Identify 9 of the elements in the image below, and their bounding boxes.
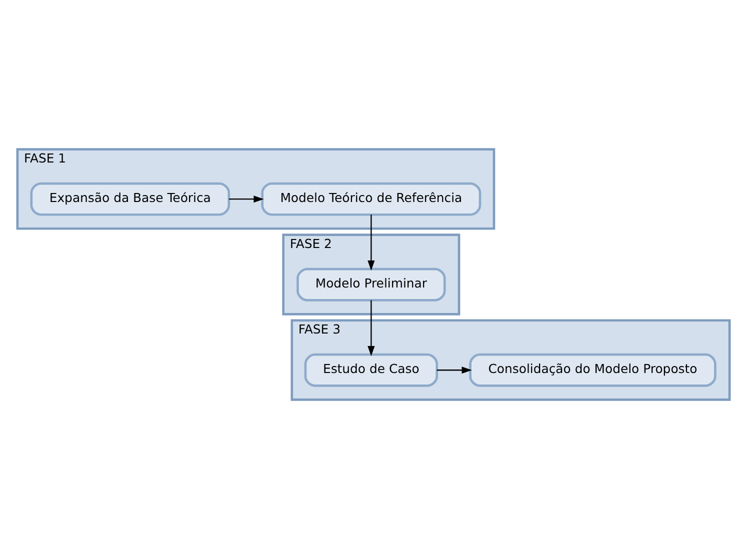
arrow bbox=[229, 195, 264, 202]
node-box: Modelo Teórico de Referência bbox=[261, 182, 482, 216]
arrow bbox=[368, 300, 375, 356]
arrow bbox=[368, 214, 375, 270]
arrow bbox=[436, 366, 472, 374]
node-box: Estudo de Caso bbox=[304, 352, 438, 386]
node-box: Consolidação do Modelo Proposto bbox=[469, 352, 716, 386]
node-box: Modelo Preliminar bbox=[296, 267, 446, 301]
node-box: Expansão da Base Teórica bbox=[30, 182, 230, 216]
